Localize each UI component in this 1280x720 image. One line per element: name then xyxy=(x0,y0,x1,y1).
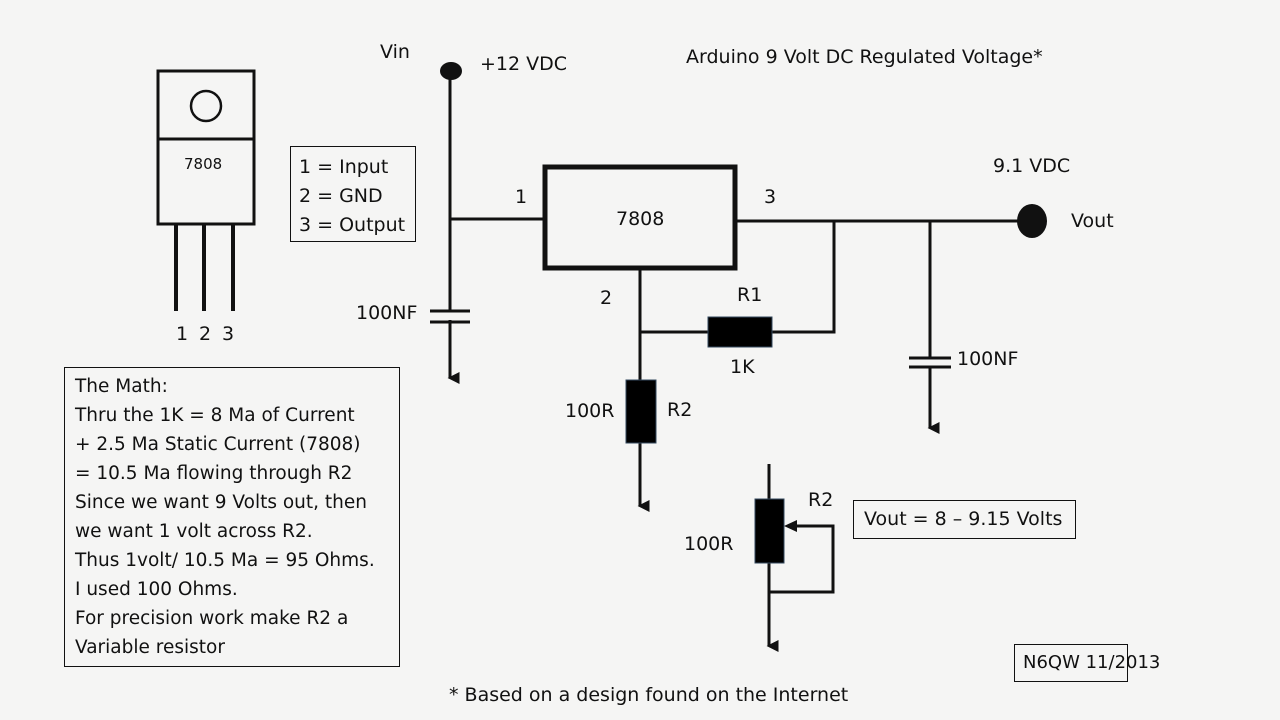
math-line: Thus 1volt/ 10.5 Ma = 95 Ohms. xyxy=(75,550,375,571)
math-line: The Math: xyxy=(75,376,168,397)
r1-name-label: R1 xyxy=(737,284,763,306)
potentiometer-wire xyxy=(766,464,835,652)
output-capacitor-icon xyxy=(909,356,951,369)
pin1-label: 1 xyxy=(515,186,528,208)
vout-voltage-label: 9.1 VDC xyxy=(993,155,1071,177)
pin3-label: 3 xyxy=(764,186,777,208)
vout-label: Vout xyxy=(1071,210,1114,232)
vin-wire xyxy=(447,72,545,384)
math-line: = 10.5 Ma flowing through R2 xyxy=(75,463,353,484)
pin2-label: 2 xyxy=(600,287,613,309)
math-line: + 2.5 Ma Static Current (7808) xyxy=(75,434,361,455)
package-part-label: 7808 xyxy=(184,155,223,173)
vout-range-box: Vout = 8 – 9.15 Volts xyxy=(853,500,1076,539)
pinout-legend: 1 = Input 2 = GND 3 = Output xyxy=(290,146,416,242)
resistor-r2-icon xyxy=(625,379,657,444)
footnote: * Based on a design found on the Interne… xyxy=(449,684,849,706)
signature-text: N6QW 11/2013 xyxy=(1023,652,1161,673)
math-line: Variable resistor xyxy=(75,637,225,658)
math-line: Since we want 9 Volts out, then xyxy=(75,492,368,513)
math-line: I used 100 Ohms. xyxy=(75,579,238,600)
pinout-line: 3 = Output xyxy=(299,214,406,236)
vout-terminal-icon xyxy=(1017,204,1047,238)
math-notes: The Math: Thru the 1K = 8 Ma of Current … xyxy=(64,367,400,667)
input-cap-label: 100NF xyxy=(356,302,418,324)
r2-value-label: 100R xyxy=(565,400,615,422)
wiper-arrow-icon xyxy=(784,520,797,532)
vout-wire xyxy=(735,219,1020,434)
pot-value-label: 100R xyxy=(684,533,734,555)
signature-box: N6QW 11/2013 xyxy=(1014,644,1161,682)
r1-value-label: 1K xyxy=(730,356,755,378)
math-line: For precision work make R2 a xyxy=(75,608,349,629)
math-line: Thru the 1K = 8 Ma of Current xyxy=(75,405,355,426)
package-pin-label-3: 3 xyxy=(222,323,235,345)
adjust-wire xyxy=(637,268,708,512)
vin-label: Vin xyxy=(380,41,410,63)
input-capacitor-icon xyxy=(430,309,470,324)
vin-terminal-icon xyxy=(440,62,462,80)
r2-name-label: R2 xyxy=(667,399,693,421)
output-cap-label: 100NF xyxy=(957,348,1019,370)
pinout-line: 2 = GND xyxy=(299,185,383,207)
regulator-label: 7808 xyxy=(616,208,665,230)
resistor-r1-icon xyxy=(707,316,773,348)
math-line: we want 1 volt across R2. xyxy=(75,521,313,542)
pot-name-label: R2 xyxy=(808,489,834,511)
package-pin-label-1: 1 xyxy=(176,323,189,345)
to220-package-icon xyxy=(156,69,256,311)
diagram-title: Arduino 9 Volt DC Regulated Voltage* xyxy=(686,46,1043,68)
vout-range-text: Vout = 8 – 9.15 Volts xyxy=(864,508,1063,530)
potentiometer-r2-icon xyxy=(754,498,785,564)
pinout-line: 1 = Input xyxy=(299,156,389,178)
package-pin-label-2: 2 xyxy=(199,323,212,345)
vin-voltage-label: +12 VDC xyxy=(480,53,568,75)
